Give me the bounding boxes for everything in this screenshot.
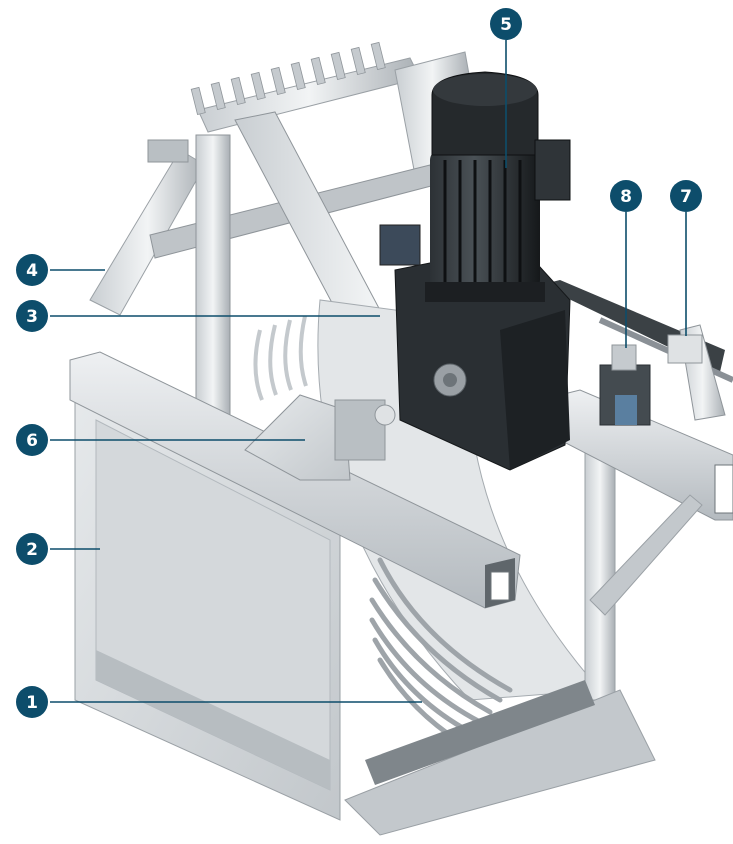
- bearing-block: [244, 394, 396, 481]
- callout-4: 4: [16, 254, 48, 286]
- callout-8: 8: [610, 180, 642, 212]
- callout-4-label: 4: [26, 261, 38, 281]
- callout-3: 3: [16, 300, 48, 332]
- callout-markers: 1 2 3 4 5 6 7 8: [16, 8, 702, 718]
- callout-1: 1: [16, 686, 48, 718]
- limit-switch: [599, 344, 651, 426]
- callout-2-label: 2: [26, 540, 38, 560]
- callout-7-label: 7: [680, 187, 692, 207]
- callout-6: 6: [16, 424, 48, 456]
- callout-7: 7: [670, 180, 702, 212]
- vertical-post: [195, 134, 231, 436]
- callout-3-label: 3: [26, 307, 38, 327]
- rake-comb: [190, 41, 421, 133]
- callout-5: 5: [490, 8, 522, 40]
- callout-8-label: 8: [620, 187, 632, 207]
- callout-6-label: 6: [26, 431, 38, 451]
- callout-2: 2: [16, 533, 48, 565]
- top-rail: [69, 351, 521, 609]
- threaded-rod-support: [598, 317, 733, 421]
- callout-1-label: 1: [26, 693, 38, 713]
- callout-5-label: 5: [500, 15, 512, 35]
- gear-motor: [379, 71, 571, 471]
- callout-leaders: [50, 40, 687, 703]
- curved-screen: [253, 299, 602, 745]
